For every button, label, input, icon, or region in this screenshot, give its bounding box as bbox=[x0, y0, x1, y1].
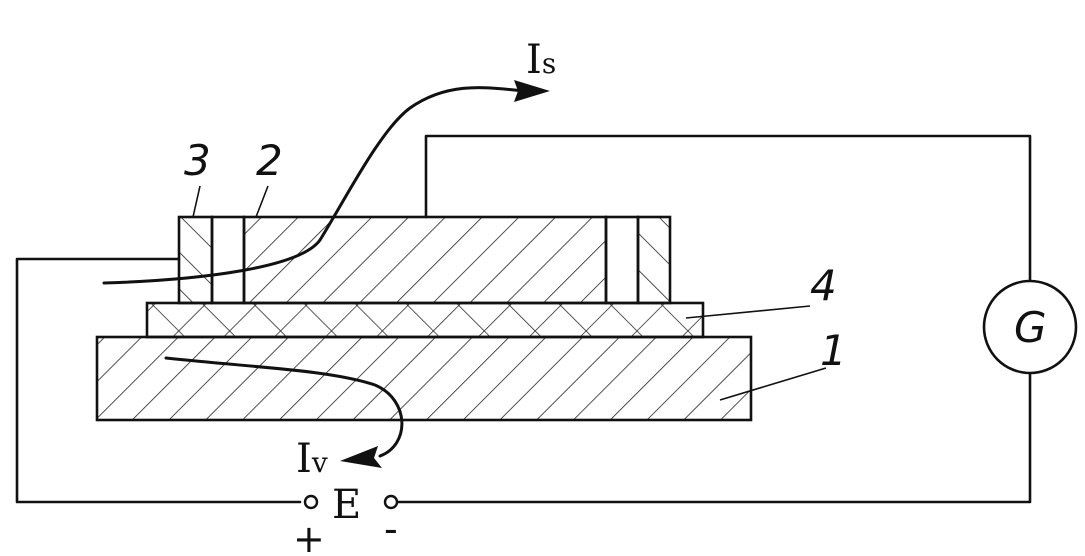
label-surface-current: Is bbox=[526, 37, 556, 83]
insulating-gap-left bbox=[210, 215, 246, 305]
specimen-layer bbox=[145, 301, 705, 339]
terminal-positive bbox=[303, 494, 319, 510]
surface-current-arrowhead bbox=[514, 80, 550, 102]
surface-current-path bbox=[102, 86, 527, 285]
label-source: E bbox=[332, 482, 361, 528]
wire-measuring-electrode-to-meter bbox=[424, 134, 1032, 285]
measuring-electrode bbox=[242, 215, 608, 305]
leader-part4 bbox=[685, 305, 811, 319]
label-part1: 1 bbox=[820, 326, 847, 375]
leader-part3 bbox=[192, 185, 201, 218]
label-volume-current-sub: v bbox=[311, 446, 328, 479]
label-surface-current-main: I bbox=[526, 37, 542, 83]
leader-part2 bbox=[255, 185, 269, 218]
terminal-negative bbox=[383, 494, 399, 510]
wire-source-to-base bbox=[15, 257, 302, 504]
leader-part1 bbox=[719, 367, 827, 401]
base-electrode bbox=[95, 335, 753, 422]
galvanometer bbox=[982, 279, 1078, 375]
label-volume-current: Iv bbox=[296, 436, 328, 482]
label-minus: - bbox=[384, 507, 398, 551]
guard-ring-left bbox=[177, 215, 214, 305]
label-meter: G bbox=[1014, 303, 1047, 352]
label-part4: 4 bbox=[810, 261, 837, 310]
insulating-gap-right bbox=[604, 215, 640, 305]
guard-ring-right bbox=[636, 215, 672, 305]
label-surface-current-sub: s bbox=[542, 47, 556, 80]
volume-current-arrowhead bbox=[340, 446, 382, 468]
volume-current-path bbox=[164, 356, 404, 458]
wire-meter-to-source bbox=[396, 370, 1032, 504]
label-part3: 3 bbox=[184, 136, 211, 185]
label-plus: + bbox=[293, 517, 325, 556]
label-part2: 2 bbox=[256, 136, 283, 185]
label-volume-current-main: I bbox=[296, 436, 312, 482]
